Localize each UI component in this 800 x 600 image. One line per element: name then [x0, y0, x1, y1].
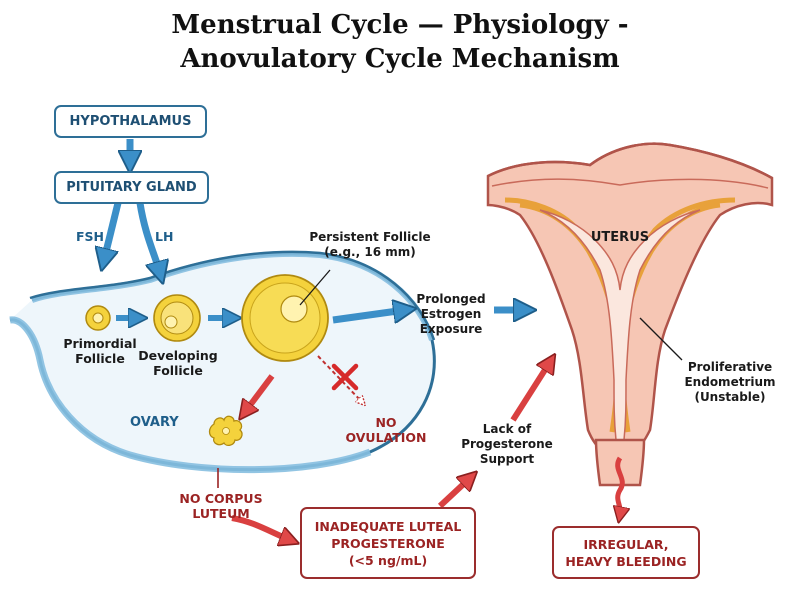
lh-arrow [136, 202, 160, 273]
persistent-line-1: Persistent Follicle [309, 230, 431, 244]
diagram-title: Menstrual Cycle — Physiology - Anovulato… [0, 8, 800, 76]
fsh-label: FSH [76, 229, 105, 244]
no-corpus-line-1: NO CORPUS [179, 491, 263, 506]
bleeding-line-2: HEAVY BLEEDING [565, 553, 687, 569]
lh-label: LH [155, 229, 174, 244]
endometrium-pointer [639, 317, 683, 361]
developing-follicle [153, 294, 201, 342]
no-corpus-luteum-label: NO CORPUS LUTEUM [176, 491, 266, 521]
lack-to-uterus-arrow [510, 362, 550, 422]
endometrium-line-1: Proliferative [687, 360, 773, 374]
prolonged-estrogen-label: Prolonged Estrogen Exposure [408, 292, 494, 337]
hypothalamus-box: HYPOTHALAMUS [54, 105, 207, 138]
luteal-line-2: PROGESTERONE [331, 535, 445, 551]
no-ovulation-line-1: NO [375, 415, 397, 430]
follicle-to-estrogen-arrow [332, 310, 405, 324]
developing-line-1: Developing [138, 348, 218, 363]
bleeding-line-1: IRREGULAR, [583, 536, 669, 552]
cross-icon [331, 363, 359, 391]
uterus-label: UTERUS [590, 230, 650, 245]
luteal-line-1: INADEQUATE LUTEAL [314, 518, 462, 534]
pituitary-gland-box: PITUITARY GLAND [54, 171, 209, 204]
luteal-to-lack-arrow [437, 478, 470, 509]
no-ovulation-label: NO OVULATION [338, 415, 434, 445]
inadequate-luteal-progesterone-box: INADEQUATE LUTEAL PROGESTERONE (<5 ng/mL… [300, 507, 476, 579]
irregular-heavy-bleeding-box: IRREGULAR, HEAVY BLEEDING [552, 526, 700, 579]
no-corpus-line-2: LUTEUM [192, 506, 250, 521]
lack-line-2: Progesterone [461, 437, 553, 451]
persistent-follicle-pointer [299, 269, 331, 306]
no-ovulation-line-2: OVULATION [345, 430, 427, 445]
follicle-to-remnant-arrow [245, 374, 275, 412]
uterus [486, 142, 774, 487]
developing-line-2: Follicle [153, 363, 203, 378]
corpus-to-luteal-arrow [231, 515, 290, 540]
title-line-2: Anovulatory Cycle Mechanism [180, 44, 620, 74]
bleeding-arrow [618, 456, 623, 515]
persistent-follicle-label: Persistent Follicle (e.g., 16 mm) [300, 230, 440, 260]
endometrium-line-2: Endometrium [684, 375, 776, 389]
primordial-line-2: Follicle [75, 351, 125, 366]
luteal-line-3: (<5 ng/mL) [348, 552, 428, 568]
ovary-label: OVARY [130, 415, 179, 430]
ovary [9, 250, 436, 474]
lack-of-progesterone-label: Lack of Progesterone Support [452, 422, 562, 467]
primordial-follicle [85, 305, 111, 331]
lack-line-1: Lack of [482, 422, 532, 436]
persistent-line-2: (e.g., 16 mm) [324, 245, 416, 259]
estrogen-line-2: Estrogen [420, 307, 482, 321]
primordial-follicle-label: Primordial Follicle [60, 336, 140, 366]
fsh-arrow [104, 202, 122, 260]
estrogen-line-1: Prolonged [416, 292, 486, 306]
estrogen-line-3: Exposure [419, 322, 483, 336]
primordial-line-1: Primordial [63, 336, 137, 351]
title-line-1: Menstrual Cycle — Physiology - [171, 10, 629, 40]
lack-line-3: Support [479, 452, 535, 466]
endometrium-line-3: (Unstable) [694, 390, 766, 404]
proliferative-endometrium-label: Proliferative Endometrium (Unstable) [678, 360, 782, 405]
developing-follicle-label: Developing Follicle [138, 348, 218, 378]
